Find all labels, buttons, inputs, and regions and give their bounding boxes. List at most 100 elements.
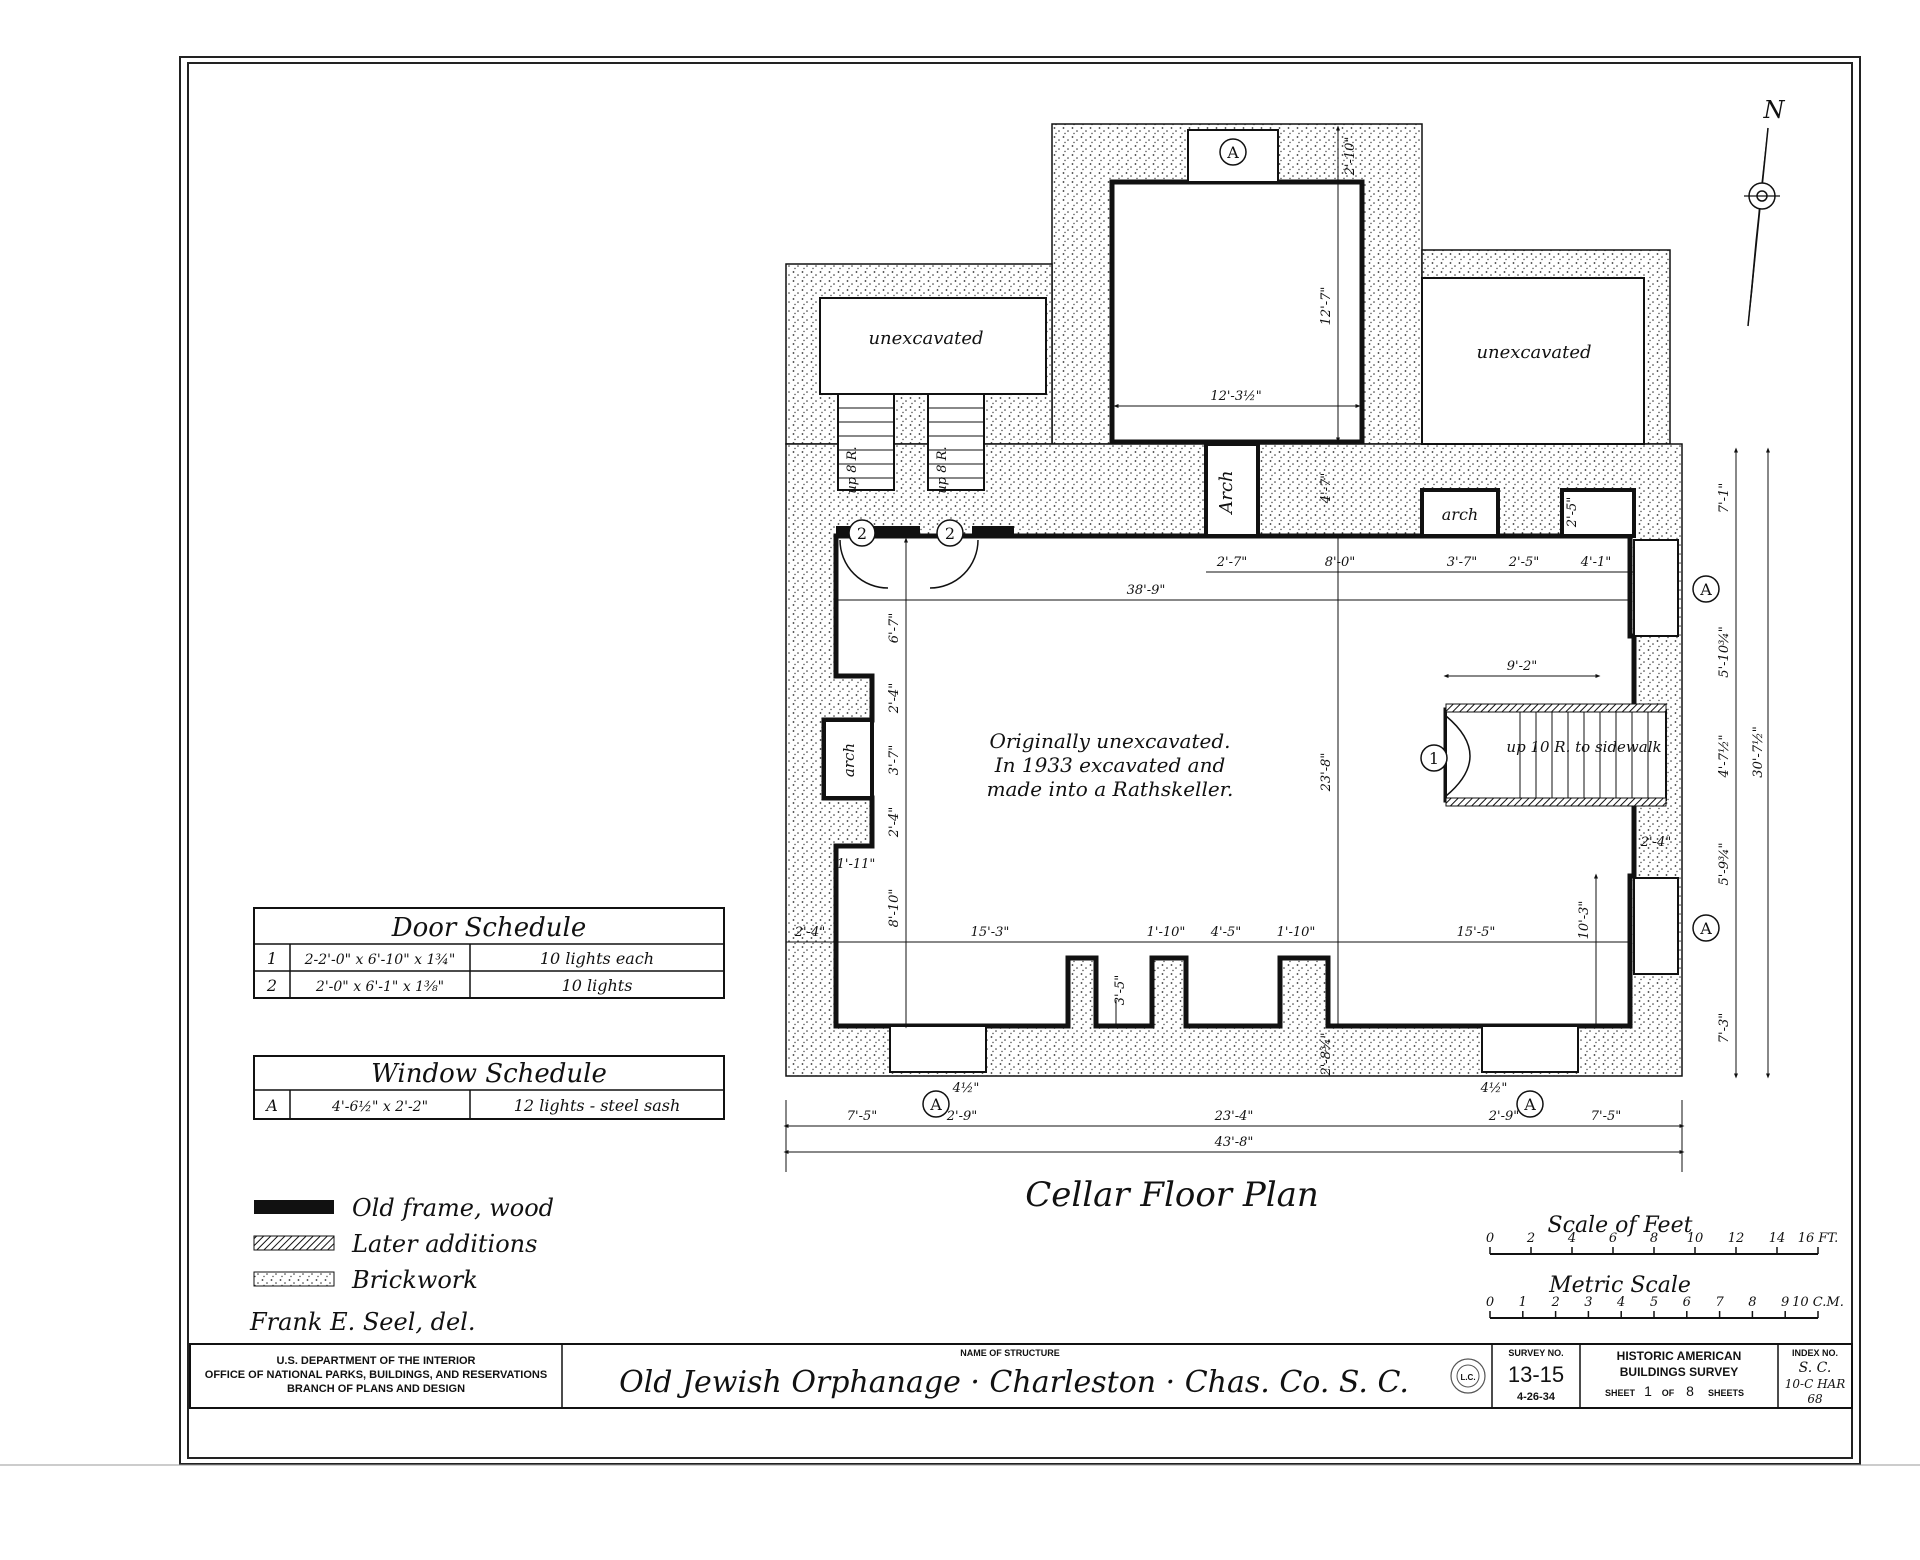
dim-9-2: 9'-2" bbox=[1507, 659, 1538, 674]
dim-4-1: 4'-1" bbox=[1580, 555, 1612, 570]
dim-4-7b: 4'-7½" bbox=[1717, 734, 1732, 778]
stair-east bbox=[1445, 709, 1667, 801]
door-tag-label: 1 bbox=[1429, 749, 1439, 768]
dim-6-7: 6'-7" bbox=[887, 613, 902, 644]
agency-line-2: OFFICE OF NATIONAL PARKS, BUILDINGS, AND… bbox=[205, 1369, 547, 1381]
habs-line-1: HISTORIC AMERICAN bbox=[1617, 1349, 1742, 1363]
scale-feet-tick-label: 8 bbox=[1650, 1231, 1658, 1246]
dim-5-10: 5'-10¾" bbox=[1717, 626, 1732, 677]
scale-feet-title: Scale of Feet bbox=[1548, 1213, 1693, 1238]
dim-38-9: 38'-9" bbox=[1127, 583, 1166, 598]
door-tag-2b: 2 bbox=[936, 519, 964, 547]
scale-metric-tick-label: 1 bbox=[1519, 1295, 1527, 1310]
door-swing-2b bbox=[929, 539, 979, 589]
window-schedule-note-1: 12 lights - steel sash bbox=[514, 1096, 681, 1115]
sheet-total: 8 bbox=[1686, 1383, 1694, 1399]
dim-8-0: 8'-0" bbox=[1325, 555, 1356, 570]
later-addition-stair-wall-bottom bbox=[1445, 797, 1667, 807]
scale-metric-tick-label: 5 bbox=[1650, 1295, 1658, 1310]
door-schedule-mark-2: 2 bbox=[266, 976, 277, 995]
scale-metric-tick-label: 0 bbox=[1486, 1295, 1494, 1310]
window-well-ne bbox=[1633, 539, 1679, 637]
index-line-3: 68 bbox=[1807, 1392, 1823, 1406]
window-well-sw bbox=[889, 1025, 987, 1073]
title-block: U.S. DEPARTMENT OF THE INTERIOR OFFICE O… bbox=[189, 1343, 1853, 1409]
dim-7-1: 7'-1" bbox=[1717, 483, 1732, 514]
legend: Old frame, wood Later additions Brickwor… bbox=[253, 1194, 554, 1294]
dim-43-8: 43'-8" bbox=[1214, 1135, 1254, 1150]
floor-plan: A A A A A 2 2 1 unexcavated unexcavated … bbox=[783, 123, 1770, 1172]
structure-name: Old Jewish Orphanage · Charleston · Chas… bbox=[619, 1365, 1409, 1400]
dim-2-8: 2'-8¾" bbox=[1319, 1032, 1334, 1076]
north-label: N bbox=[1763, 96, 1786, 124]
sheet-word: SHEET bbox=[1605, 1388, 1636, 1398]
dim-12-7: 12'-7" bbox=[1319, 287, 1334, 326]
legend-label-brickwork: Brickwork bbox=[351, 1266, 478, 1294]
index-no-label: INDEX NO. bbox=[1792, 1348, 1838, 1358]
door-swing-1 bbox=[1445, 715, 1471, 797]
stair-left-a bbox=[837, 393, 895, 491]
window-schedule-mark-1: A bbox=[264, 1096, 278, 1115]
window-tag-label: A bbox=[929, 1095, 942, 1114]
scale-metric-tick-label: 3 bbox=[1584, 1295, 1592, 1310]
label-unexcavated-right: unexcavated bbox=[1476, 342, 1591, 363]
dim-4-5: 4'-5" bbox=[1210, 925, 1242, 940]
agency-line-1: U.S. DEPARTMENT OF THE INTERIOR bbox=[276, 1355, 475, 1367]
door-schedule-size-2: 2'-0" x 6'-1" x 1⅜" bbox=[315, 979, 444, 995]
inner-border bbox=[187, 62, 1853, 1459]
door-schedule: Door Schedule 1 2-2'-0" x 6'-10" x 1¾" 1… bbox=[253, 907, 725, 999]
dim-2-4a: 2'-4" bbox=[887, 683, 902, 715]
dim-2-9a: 2'-9" bbox=[946, 1109, 978, 1124]
survey-date: 4-26-34 bbox=[1517, 1391, 1556, 1403]
dim-3-7b: 3'-7" bbox=[887, 745, 902, 776]
stair-left-b bbox=[927, 393, 985, 491]
index-line-2: 10-C HAR bbox=[1785, 1377, 1846, 1391]
scale-feet-tick-label: 12 bbox=[1728, 1231, 1745, 1246]
dim-7-5b: 7'-5" bbox=[1591, 1109, 1622, 1124]
dim-5-9: 5'-9¾" bbox=[1717, 842, 1732, 885]
label-arch-north: Arch bbox=[1216, 470, 1237, 515]
door-tag-label: 2 bbox=[857, 524, 867, 543]
window-well-se2 bbox=[1633, 877, 1679, 975]
dim-2-4d: 2'-4" bbox=[1640, 835, 1672, 850]
window-schedule: Window Schedule A 4'-6½" x 2'-2" 12 ligh… bbox=[253, 1055, 725, 1120]
window-tag-se: A bbox=[1516, 1090, 1544, 1118]
door-tag-1: 1 bbox=[1420, 744, 1448, 772]
window-schedule-size-1: 4'-6½" x 2'-2" bbox=[331, 1099, 428, 1115]
rathskeller-note-line-2: In 1933 excavated and bbox=[994, 753, 1226, 777]
label-arch-east: arch bbox=[1442, 505, 1478, 524]
stair-treads-east bbox=[1519, 710, 1649, 800]
dim-12-3: 12'-3½" bbox=[1210, 389, 1261, 404]
label-unexcavated-left: unexcavated bbox=[868, 328, 983, 349]
door-schedule-size-1: 2-2'-0" x 6'-10" x 1¾" bbox=[304, 952, 456, 968]
dim-1-11: 1'-11" bbox=[837, 857, 876, 872]
dim-7-5a: 7'-5" bbox=[847, 1109, 878, 1124]
scale-metric-tick-label: 7 bbox=[1715, 1295, 1724, 1310]
index-line-1: S. C. bbox=[1799, 1360, 1832, 1376]
window-schedule-title: Window Schedule bbox=[371, 1059, 607, 1089]
door-swing-2a bbox=[839, 539, 889, 589]
dim-1-10a: 1'-10" bbox=[1147, 925, 1186, 940]
window-tag-label: A bbox=[1226, 143, 1239, 162]
scale-feet-tick-label: 10 bbox=[1687, 1231, 1704, 1246]
door-tag-2a: 2 bbox=[848, 519, 876, 547]
scale-feet-tick-label: 0 bbox=[1486, 1231, 1494, 1246]
door-tag-label: 2 bbox=[945, 524, 955, 543]
scale-metric-tick-label: 2 bbox=[1550, 1295, 1559, 1310]
arch-west-room bbox=[822, 718, 874, 800]
legend-swatch-stipple bbox=[253, 1271, 335, 1287]
label-stair-left-a: up 8 R. bbox=[845, 446, 860, 493]
window-tag-label: A bbox=[1699, 919, 1712, 938]
dim-2-9b: 2'-9" bbox=[1488, 1109, 1520, 1124]
unexcavated-room-left bbox=[819, 297, 1047, 395]
label-arch-west: arch bbox=[840, 743, 858, 777]
dim-2-5b: 2'-5" bbox=[1508, 555, 1540, 570]
scale-metric-tick-label: 9 bbox=[1781, 1295, 1789, 1310]
of-word: OF bbox=[1662, 1388, 1675, 1398]
scale-metric-title: Metric Scale bbox=[1548, 1273, 1691, 1298]
dim-2-10: 2'-10" bbox=[1343, 137, 1358, 177]
dim-23-4: 23'-4" bbox=[1214, 1109, 1254, 1124]
door-schedule-mark-1: 1 bbox=[267, 949, 277, 968]
